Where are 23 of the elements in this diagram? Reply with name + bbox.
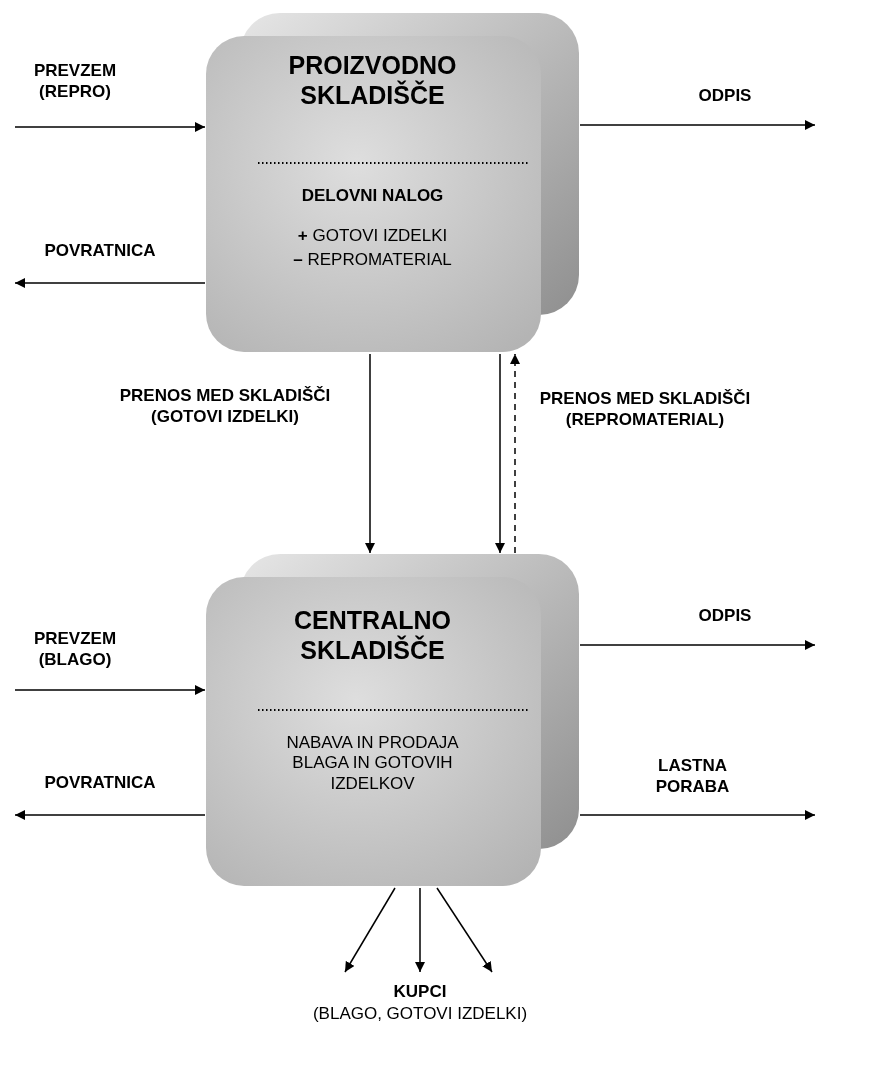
arrow: [14, 122, 206, 132]
node-title: KUPCI: [392, 982, 448, 1003]
warehouse-block: [205, 12, 580, 354]
arrow: [14, 278, 206, 288]
arrow: [436, 887, 493, 973]
dashed-arrow: [510, 353, 520, 554]
node-title: CENTRALNO SKLADIŠČE: [293, 605, 452, 665]
warehouse-block: [205, 553, 580, 888]
arrow: [579, 120, 816, 130]
arrow: [579, 640, 816, 650]
arrow: [14, 685, 206, 695]
arrow: [579, 810, 816, 820]
node-title: PROIZVODNO SKLADIŠČE: [287, 50, 458, 110]
node-text: (BLAGO, GOTOVI IZDELKI): [311, 1004, 529, 1025]
arrow: [415, 887, 425, 973]
arrow: [365, 353, 375, 554]
arrow: [495, 353, 505, 554]
node-text: NABAVA IN PRODAJA BLAGA IN GOTOVIH IZDELKOV: [285, 733, 460, 795]
arrow: [14, 810, 206, 820]
arrow: [344, 887, 396, 973]
node-text: + GOTOVI IZDELKI: [296, 226, 449, 247]
node-text: DELOVNI NALOG: [300, 186, 445, 207]
node-text: – REPROMATERIAL: [292, 250, 453, 271]
